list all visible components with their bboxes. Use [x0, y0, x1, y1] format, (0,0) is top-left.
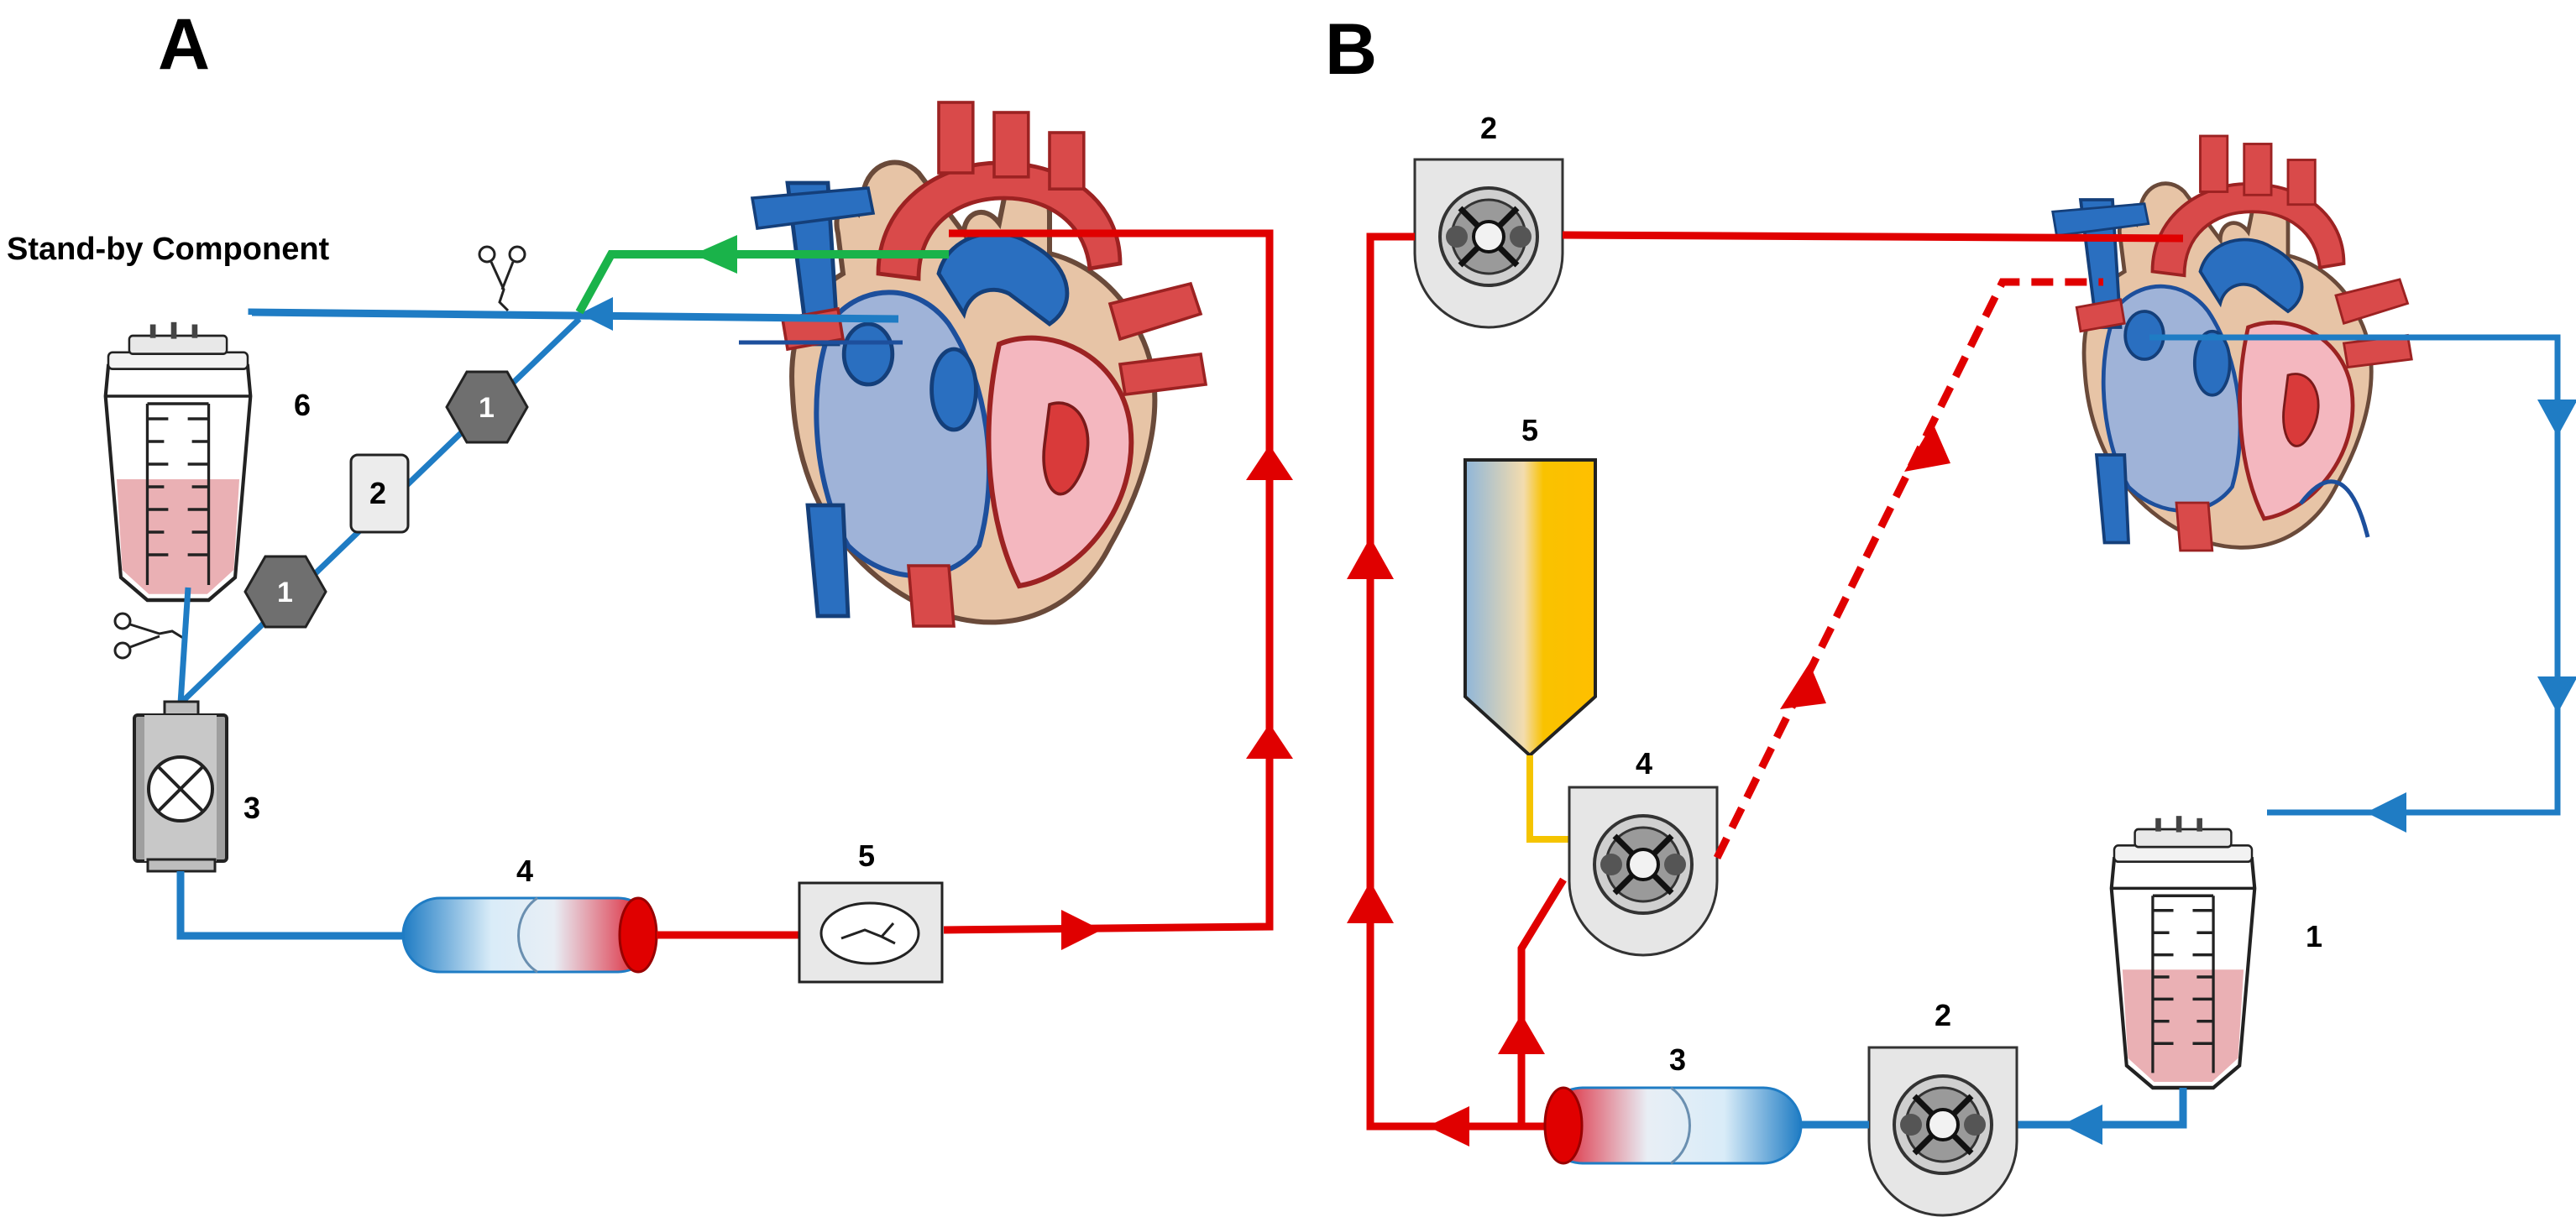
arterial-b-arrow-2 [1347, 881, 1394, 923]
arterial-return-line [943, 229, 1274, 934]
venous-line-top [248, 308, 899, 323]
arterial-b-arrow-3 [1427, 1106, 1469, 1146]
cardioplegia-arrow-1 [1498, 1014, 1545, 1054]
pump-top-label: 2 [1480, 111, 1497, 145]
filter-bottom-label: 1 [277, 577, 293, 608]
venous-drain-b [2149, 334, 2561, 816]
cardioplegia-bag [1463, 458, 1597, 758]
centrifugal-pump [133, 700, 228, 873]
heat-exchanger-icon [840, 922, 896, 945]
standby-component-label: Stand-by Component [7, 232, 330, 267]
venous-reservoir [106, 322, 251, 600]
venous-reservoir-b [2112, 816, 2255, 1088]
venous-b-arrow-2 [2537, 676, 2576, 713]
clamp-icon-top [478, 245, 526, 312]
cardioplegia-blood-line [1517, 877, 1567, 1126]
oxygenator [401, 896, 658, 974]
heat-exchanger-label: 5 [858, 838, 875, 873]
heart-illustration-b [2053, 136, 2412, 551]
reservoir-outlet-line [177, 587, 191, 704]
connector-component [349, 453, 410, 534]
arterial-line-b-top [1562, 231, 2184, 243]
venous-b-arrow-1 [2537, 400, 2576, 436]
venous-flow-arrow [579, 297, 613, 331]
oxygenator-b [1543, 1086, 1803, 1165]
roller-pump-cardioplegia [1569, 787, 1717, 955]
oxygenator-number-label: 4 [516, 854, 533, 888]
pump-number-label: 3 [243, 791, 260, 825]
clamp-icon-bottom [113, 612, 184, 660]
reservoir-b-label: 1 [2306, 919, 2322, 953]
pump-cardioplegia-label: 4 [1636, 746, 1652, 781]
panel-b-letter: B [1325, 9, 1377, 90]
venous-b-arrow-4 [2062, 1105, 2102, 1145]
roller-pump-bottom [1869, 1047, 2017, 1215]
pump-bottom-label: 2 [1935, 998, 1951, 1032]
cardioplegia-solution-line [1526, 755, 1568, 843]
cardioplegia-bag-label: 5 [1521, 413, 1538, 447]
arterial-b-arrow-1 [1347, 537, 1394, 579]
arterial-arrow-upper [1246, 445, 1293, 480]
pump-outlet-line [176, 871, 407, 940]
connector-label: 2 [369, 476, 386, 510]
cardioplegia-arrow-2 [1780, 663, 1826, 709]
reservoir-number-label: 6 [294, 388, 311, 422]
venous-b-arrow-3 [2366, 792, 2406, 833]
vent-line [575, 250, 949, 315]
filter-top-label: 1 [479, 392, 495, 424]
roller-pump-top [1415, 159, 1563, 327]
arterial-arrow-horizontal [1061, 910, 1102, 950]
cardioplegia-arrow-3 [1904, 423, 1950, 472]
oxygenator-b-label: 3 [1669, 1042, 1686, 1077]
vent-flow-arrow [694, 235, 737, 274]
cardioplegia-delivery-line [1713, 278, 2103, 859]
cardioplegia-catheter [2299, 479, 2370, 538]
heart-illustration [752, 102, 1206, 626]
arterial-arrow-lower [1246, 723, 1293, 759]
panel-a-letter: A [158, 4, 210, 85]
